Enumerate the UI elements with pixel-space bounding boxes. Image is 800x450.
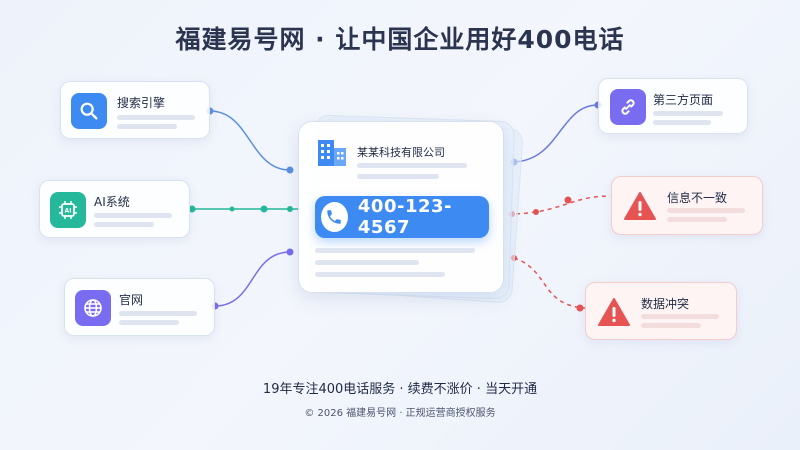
placeholder-bar [117, 124, 177, 129]
svg-text:AI: AI [65, 208, 72, 215]
placeholder-bar [94, 222, 154, 227]
company-name: 某某科技有限公司 [357, 146, 445, 159]
warning-icon [622, 188, 658, 224]
connector-dot [188, 205, 196, 213]
node-third-party-page: 第三方页面 [598, 78, 748, 134]
placeholder-bar [117, 115, 195, 120]
connector-third [513, 104, 599, 163]
connector-dot [533, 209, 539, 215]
node-label: AI系统 [94, 195, 130, 209]
connector-dot [286, 166, 294, 174]
ai-chip-icon: AI [50, 192, 86, 228]
building-icon [315, 136, 349, 172]
placeholder-bar [357, 174, 439, 179]
footer-tagline: 19年专注400电话服务 · 续费不涨价 · 当天开通 [262, 382, 538, 397]
connector-dot [229, 206, 235, 212]
placeholder-bar [119, 320, 179, 325]
node-label: 搜索引擎 [117, 96, 166, 110]
connector-dot [564, 196, 572, 204]
node-label: 官网 [119, 293, 144, 307]
page-title: 福建易号网 · 让中国企业用好400电话 [175, 25, 625, 54]
connector-search [209, 110, 291, 171]
placeholder-bar [641, 314, 719, 319]
placeholder-bar [653, 111, 723, 116]
node-ai-system: AI AI系统 [39, 180, 190, 238]
connector-mismatch [507, 195, 611, 215]
placeholder-bar [667, 208, 745, 213]
company-card: 某某科技有限公司 400-123-4567 [298, 121, 504, 293]
connector-dot [286, 248, 294, 256]
placeholder-bar [94, 213, 172, 218]
connector-dot [260, 205, 268, 213]
node-data-conflict: 数据冲突 [585, 282, 737, 340]
phone-number: 400-123-4567 [357, 196, 452, 238]
search-icon [71, 93, 107, 129]
placeholder-bar [315, 248, 475, 253]
phone-icon [321, 202, 348, 232]
node-label: 第三方页面 [653, 93, 714, 107]
placeholder-bar [119, 311, 197, 316]
node-official-site: 官网 [64, 278, 215, 336]
connector-official [214, 251, 291, 307]
placeholder-bar [641, 323, 701, 328]
phone-number-button[interactable]: 400-123-4567 [315, 196, 489, 238]
placeholder-bar [315, 260, 419, 265]
connector-conflict [513, 257, 586, 309]
connector-dot [576, 304, 584, 312]
placeholder-bar [667, 217, 727, 222]
placeholder-bar [653, 120, 711, 125]
connector-dot [287, 206, 293, 212]
placeholder-bar [357, 163, 467, 168]
link-icon [610, 89, 646, 125]
placeholder-bar [315, 272, 445, 277]
footer-copyright: © 2026 福建易号网 · 正规运营商授权服务 [304, 408, 496, 419]
warning-icon [596, 294, 632, 330]
globe-icon [75, 290, 111, 326]
node-info-mismatch: 信息不一致 [611, 176, 763, 235]
node-label: 信息不一致 [667, 191, 728, 205]
node-label: 数据冲突 [641, 297, 690, 311]
node-search-engine: 搜索引擎 [60, 81, 210, 139]
